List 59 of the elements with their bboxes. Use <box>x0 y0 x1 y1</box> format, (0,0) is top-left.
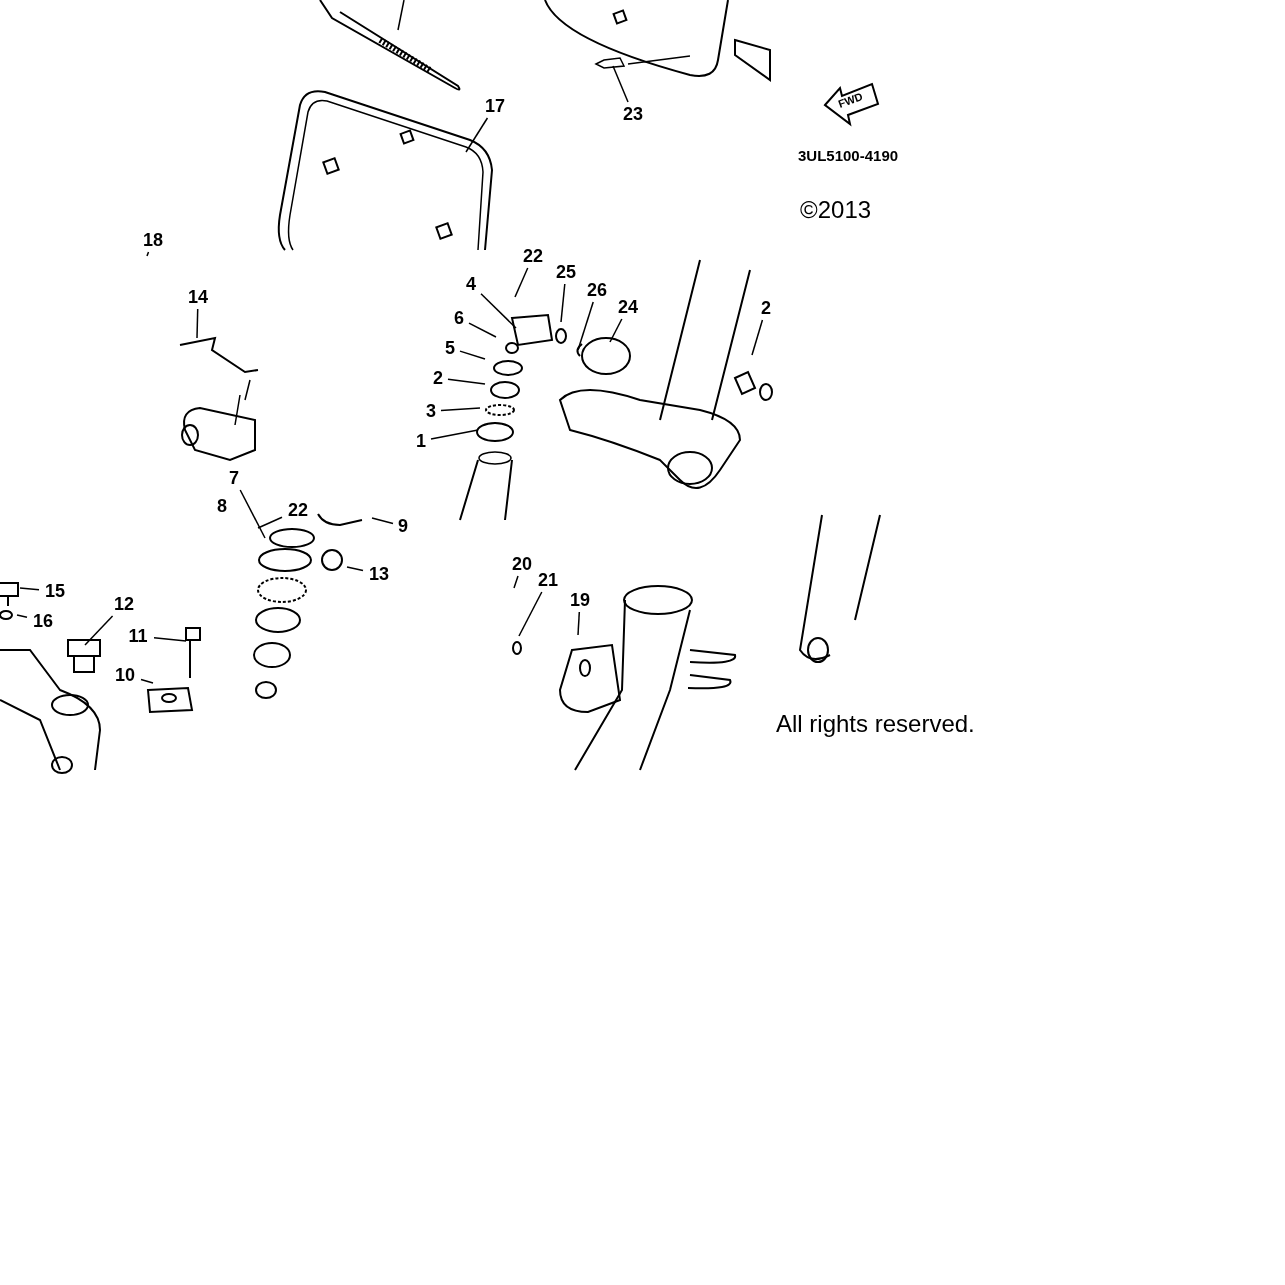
callout-number: 11 <box>128 627 148 645</box>
callout-number: 24 <box>618 298 638 316</box>
leader-line <box>518 591 543 637</box>
callout-number: 25 <box>556 263 576 281</box>
leader-line <box>609 318 623 343</box>
leader-line <box>459 350 486 360</box>
callout-number: 20 <box>512 555 532 573</box>
leader-line <box>514 267 529 298</box>
leader-line <box>16 614 28 619</box>
callout-number: 8 <box>217 497 227 515</box>
copyright-text: ©2013 <box>800 195 872 225</box>
callout-number: 10 <box>115 666 135 684</box>
callout-number: 19 <box>570 591 590 609</box>
callout-number: 7 <box>229 469 239 487</box>
callout-number: 12 <box>114 595 134 613</box>
callout-number: 6 <box>454 309 464 327</box>
callout-number: 13 <box>369 565 389 583</box>
leader-line <box>239 489 266 539</box>
leader-line <box>196 308 199 339</box>
leader-line <box>612 65 629 103</box>
copyright-text: All rights reserved. <box>776 709 975 739</box>
leader-line <box>577 301 594 351</box>
direction-label: FWD <box>835 89 866 112</box>
leader-line <box>371 517 394 525</box>
leader-line <box>153 636 187 642</box>
leader-line <box>19 587 40 591</box>
callout-number: 26 <box>587 281 607 299</box>
leader-line <box>447 378 486 385</box>
leader-line <box>560 283 566 323</box>
leader-line <box>84 615 114 646</box>
callout-number: 22 <box>523 247 543 265</box>
callout-number: 14 <box>188 288 208 306</box>
callout-number: 5 <box>445 339 455 357</box>
leader-line <box>751 319 764 356</box>
callout-number: 22 <box>288 501 308 519</box>
leader-line <box>346 566 364 572</box>
leader-line <box>257 516 283 529</box>
leader-line <box>440 407 481 412</box>
leader-line <box>465 117 489 153</box>
leader-line <box>430 429 479 440</box>
callout-number: 18 <box>143 231 163 249</box>
leader-line <box>577 611 581 636</box>
callout-number: 4 <box>466 275 476 293</box>
callout-number: 9 <box>398 517 408 535</box>
callout-number: 2 <box>761 299 771 317</box>
part-code: 3UL5100-4190 <box>798 146 899 166</box>
callout-number: 3 <box>426 402 436 420</box>
callout-number: 15 <box>45 582 65 600</box>
leader-line <box>480 293 517 329</box>
callout-number: 21 <box>538 571 558 589</box>
callout-number: 1 <box>416 432 426 450</box>
leader-line <box>513 575 519 589</box>
callout-number: 23 <box>623 105 643 123</box>
callout-number: 2 <box>433 369 443 387</box>
leader-line <box>146 251 150 257</box>
leader-line <box>468 322 497 338</box>
callout-number: 17 <box>485 97 505 115</box>
leader-line <box>140 678 154 684</box>
callout-number: 16 <box>33 612 53 630</box>
